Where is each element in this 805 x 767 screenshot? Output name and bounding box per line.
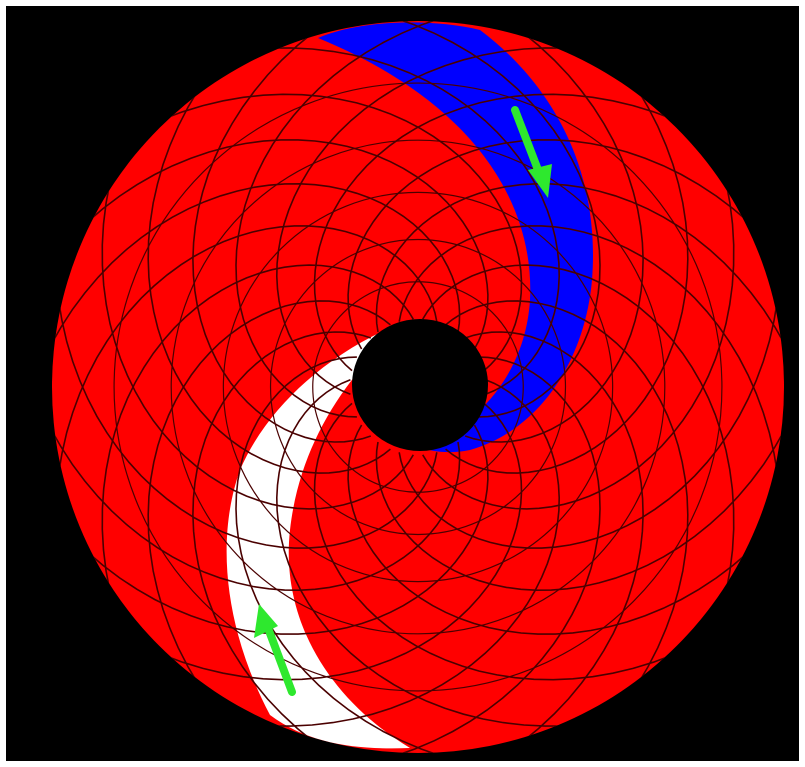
grid-line [422, 138, 735, 510]
grid-ring [222, 191, 614, 583]
grid-ring [113, 82, 723, 692]
grid-line [192, 21, 372, 443]
grid-line [445, 300, 689, 722]
grid-line [147, 52, 391, 474]
grid-line [464, 331, 644, 753]
grid-line [350, 356, 601, 753]
grid-line [313, 93, 715, 372]
center-hole [352, 319, 488, 451]
grid-line [54, 225, 438, 520]
grid-line [375, 386, 784, 592]
grid-line [445, 52, 689, 474]
grid-line [275, 379, 612, 727]
grid-line [313, 402, 715, 681]
grid-line [101, 264, 414, 636]
grid-line [235, 356, 486, 753]
mesh-grid [52, 21, 784, 753]
grid-line [235, 21, 486, 418]
grid-line [347, 139, 782, 350]
grid-ring [312, 281, 524, 493]
grid-line [224, 379, 561, 727]
grid-line [375, 182, 784, 388]
grid-ring [170, 139, 666, 635]
grid-line [121, 402, 523, 681]
grid-line [422, 264, 735, 636]
grid-line [224, 47, 561, 395]
green-arrow-down [511, 106, 552, 198]
grid-line [54, 254, 438, 549]
grid-line [52, 182, 461, 388]
grid-line [52, 386, 461, 592]
grid-line [347, 424, 782, 635]
grid-ring [269, 238, 567, 536]
grid-line [147, 300, 391, 722]
grid-line [350, 21, 601, 418]
green-arrow-up [254, 604, 296, 696]
grid-line [121, 93, 523, 372]
grid-line [54, 424, 489, 635]
grid-line [398, 225, 782, 520]
grid-line [275, 47, 612, 395]
grid-line [54, 139, 489, 350]
grid-line [101, 138, 414, 510]
grid-line [192, 331, 372, 753]
grid-line [398, 254, 782, 549]
grid-line [464, 21, 644, 443]
